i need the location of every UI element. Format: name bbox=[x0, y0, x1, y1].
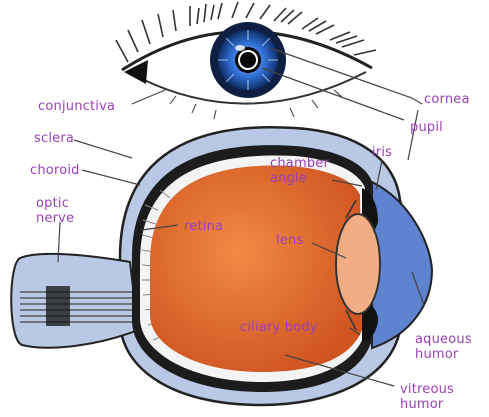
pointer-sclera bbox=[74, 140, 132, 158]
pointer-cornea-down bbox=[408, 110, 418, 160]
label-ciliary-body: ciliary body bbox=[240, 320, 318, 335]
label-optic-nerve: optic nerve bbox=[36, 196, 74, 226]
label-retina: retina bbox=[184, 219, 223, 234]
label-vitreous-humor: vitreous humor bbox=[400, 382, 454, 412]
label-conjunctiva: conjunctiva bbox=[38, 99, 115, 114]
label-iris: iris bbox=[372, 145, 392, 160]
pointer-conjunctiva bbox=[132, 90, 165, 104]
lens-shape bbox=[336, 214, 380, 314]
label-choroid: choroid bbox=[30, 163, 80, 178]
tear-duct bbox=[124, 60, 148, 84]
pointer-choroid bbox=[82, 170, 140, 185]
label-pupil: pupil bbox=[410, 120, 443, 135]
eye-highlight bbox=[235, 45, 245, 51]
label-lens: lens bbox=[276, 233, 303, 248]
vitreous-body bbox=[150, 166, 362, 372]
aqueous-chamber bbox=[372, 182, 432, 348]
external-eye bbox=[116, 2, 376, 119]
pointer-pupil bbox=[262, 68, 404, 120]
optic-nerve-shape bbox=[11, 254, 138, 348]
label-cornea: cornea bbox=[424, 92, 470, 107]
label-sclera: sclera bbox=[34, 131, 74, 146]
optic-disc-dark bbox=[46, 286, 70, 326]
label-chamber-angle: chamber angle bbox=[270, 156, 329, 186]
label-aqueous-humor: aqueous humor bbox=[415, 332, 472, 362]
